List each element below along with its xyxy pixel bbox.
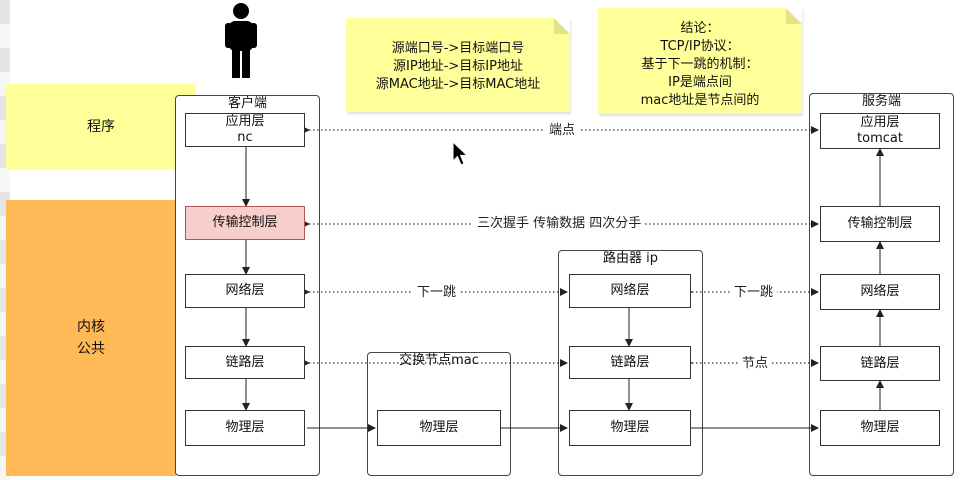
client-title: 客户端 [227,96,267,111]
layer-name: 链路层 [610,354,650,370]
person-icon [225,3,257,78]
client-transport-layer: 传输控制层 [185,206,305,240]
layer-sub: nc [237,130,253,145]
note-line: 结论： [680,21,720,36]
node-label: 节点 [738,356,773,372]
server-network-layer: 网络层 [820,274,940,310]
switch-physical-layer: 物理层 [377,410,501,446]
server-application-layer: 应用层 tomcat [820,113,940,149]
note-line: mac地址是节点间的 [640,93,760,108]
program-label: 程序 [87,119,115,135]
layer-name: 链路层 [225,354,265,370]
layer-name: 物理层 [419,420,459,435]
handshake-label: 三次握手 传输数据 四次分手 [473,216,646,232]
note-line: TCP/IP协议： [660,39,740,54]
note-fold [786,8,802,24]
router-link-layer: 链路层 [569,346,691,379]
client-application-layer: 应用层 nc [185,113,305,147]
client-physical-layer: 物理层 [185,410,305,446]
layer-sub: tomcat [857,131,903,146]
note-fold [554,18,570,34]
window-edge-strip [0,0,10,480]
kernel-label-line-1: 内核 [77,319,105,335]
next-hop-label-right: 下一跳 [730,285,778,301]
layer-name: 网络层 [225,283,265,298]
addressing-note: 源端口号->目标端口号 源IP地址->目标IP地址 源MAC地址->目标MAC地… [346,18,570,112]
layer-name: 链路层 [860,355,900,371]
kernel-label-line-2: 公共 [77,341,105,357]
kernel-band: 内核 公共 [6,200,176,476]
server-title: 服务端 [861,94,901,109]
conclusion-note: 结论： TCP/IP协议： 基于下一跳的机制： IP是端点间 mac地址是节点间… [598,8,802,114]
router-physical-layer: 物理层 [569,410,691,446]
note-line: 源IP地址->目标IP地址 [393,59,523,74]
next-hop-label-left: 下一跳 [413,285,461,301]
server-link-layer: 链路层 [820,346,940,381]
server-physical-layer: 物理层 [820,410,940,446]
layer-name: 应用层 [860,115,900,130]
program-band: 程序 [6,84,196,170]
router-title: 路由器 ip [603,251,658,266]
router-network-layer: 网络层 [569,274,691,308]
layer-name: 网络层 [860,284,900,299]
layer-name: 网络层 [610,283,650,298]
layer-name: 物理层 [225,420,265,435]
layer-name: 传输控制层 [212,215,278,230]
client-network-layer: 网络层 [185,274,305,308]
layer-name: 物理层 [610,420,650,435]
layer-name: 传输控制层 [847,216,913,231]
endpoint-label: 端点 [545,123,580,139]
note-line: 源MAC地址->目标MAC地址 [375,77,541,92]
layer-name: 应用层 [225,114,265,129]
client-link-layer: 链路层 [185,346,305,379]
layer-name: 物理层 [860,420,900,435]
note-line: 基于下一跳的机制： [641,57,759,72]
note-line: 源端口号->目标端口号 [391,41,525,56]
server-transport-layer: 传输控制层 [820,206,940,242]
mouse-cursor-icon [452,141,469,166]
note-line: IP是端点间 [668,75,732,90]
